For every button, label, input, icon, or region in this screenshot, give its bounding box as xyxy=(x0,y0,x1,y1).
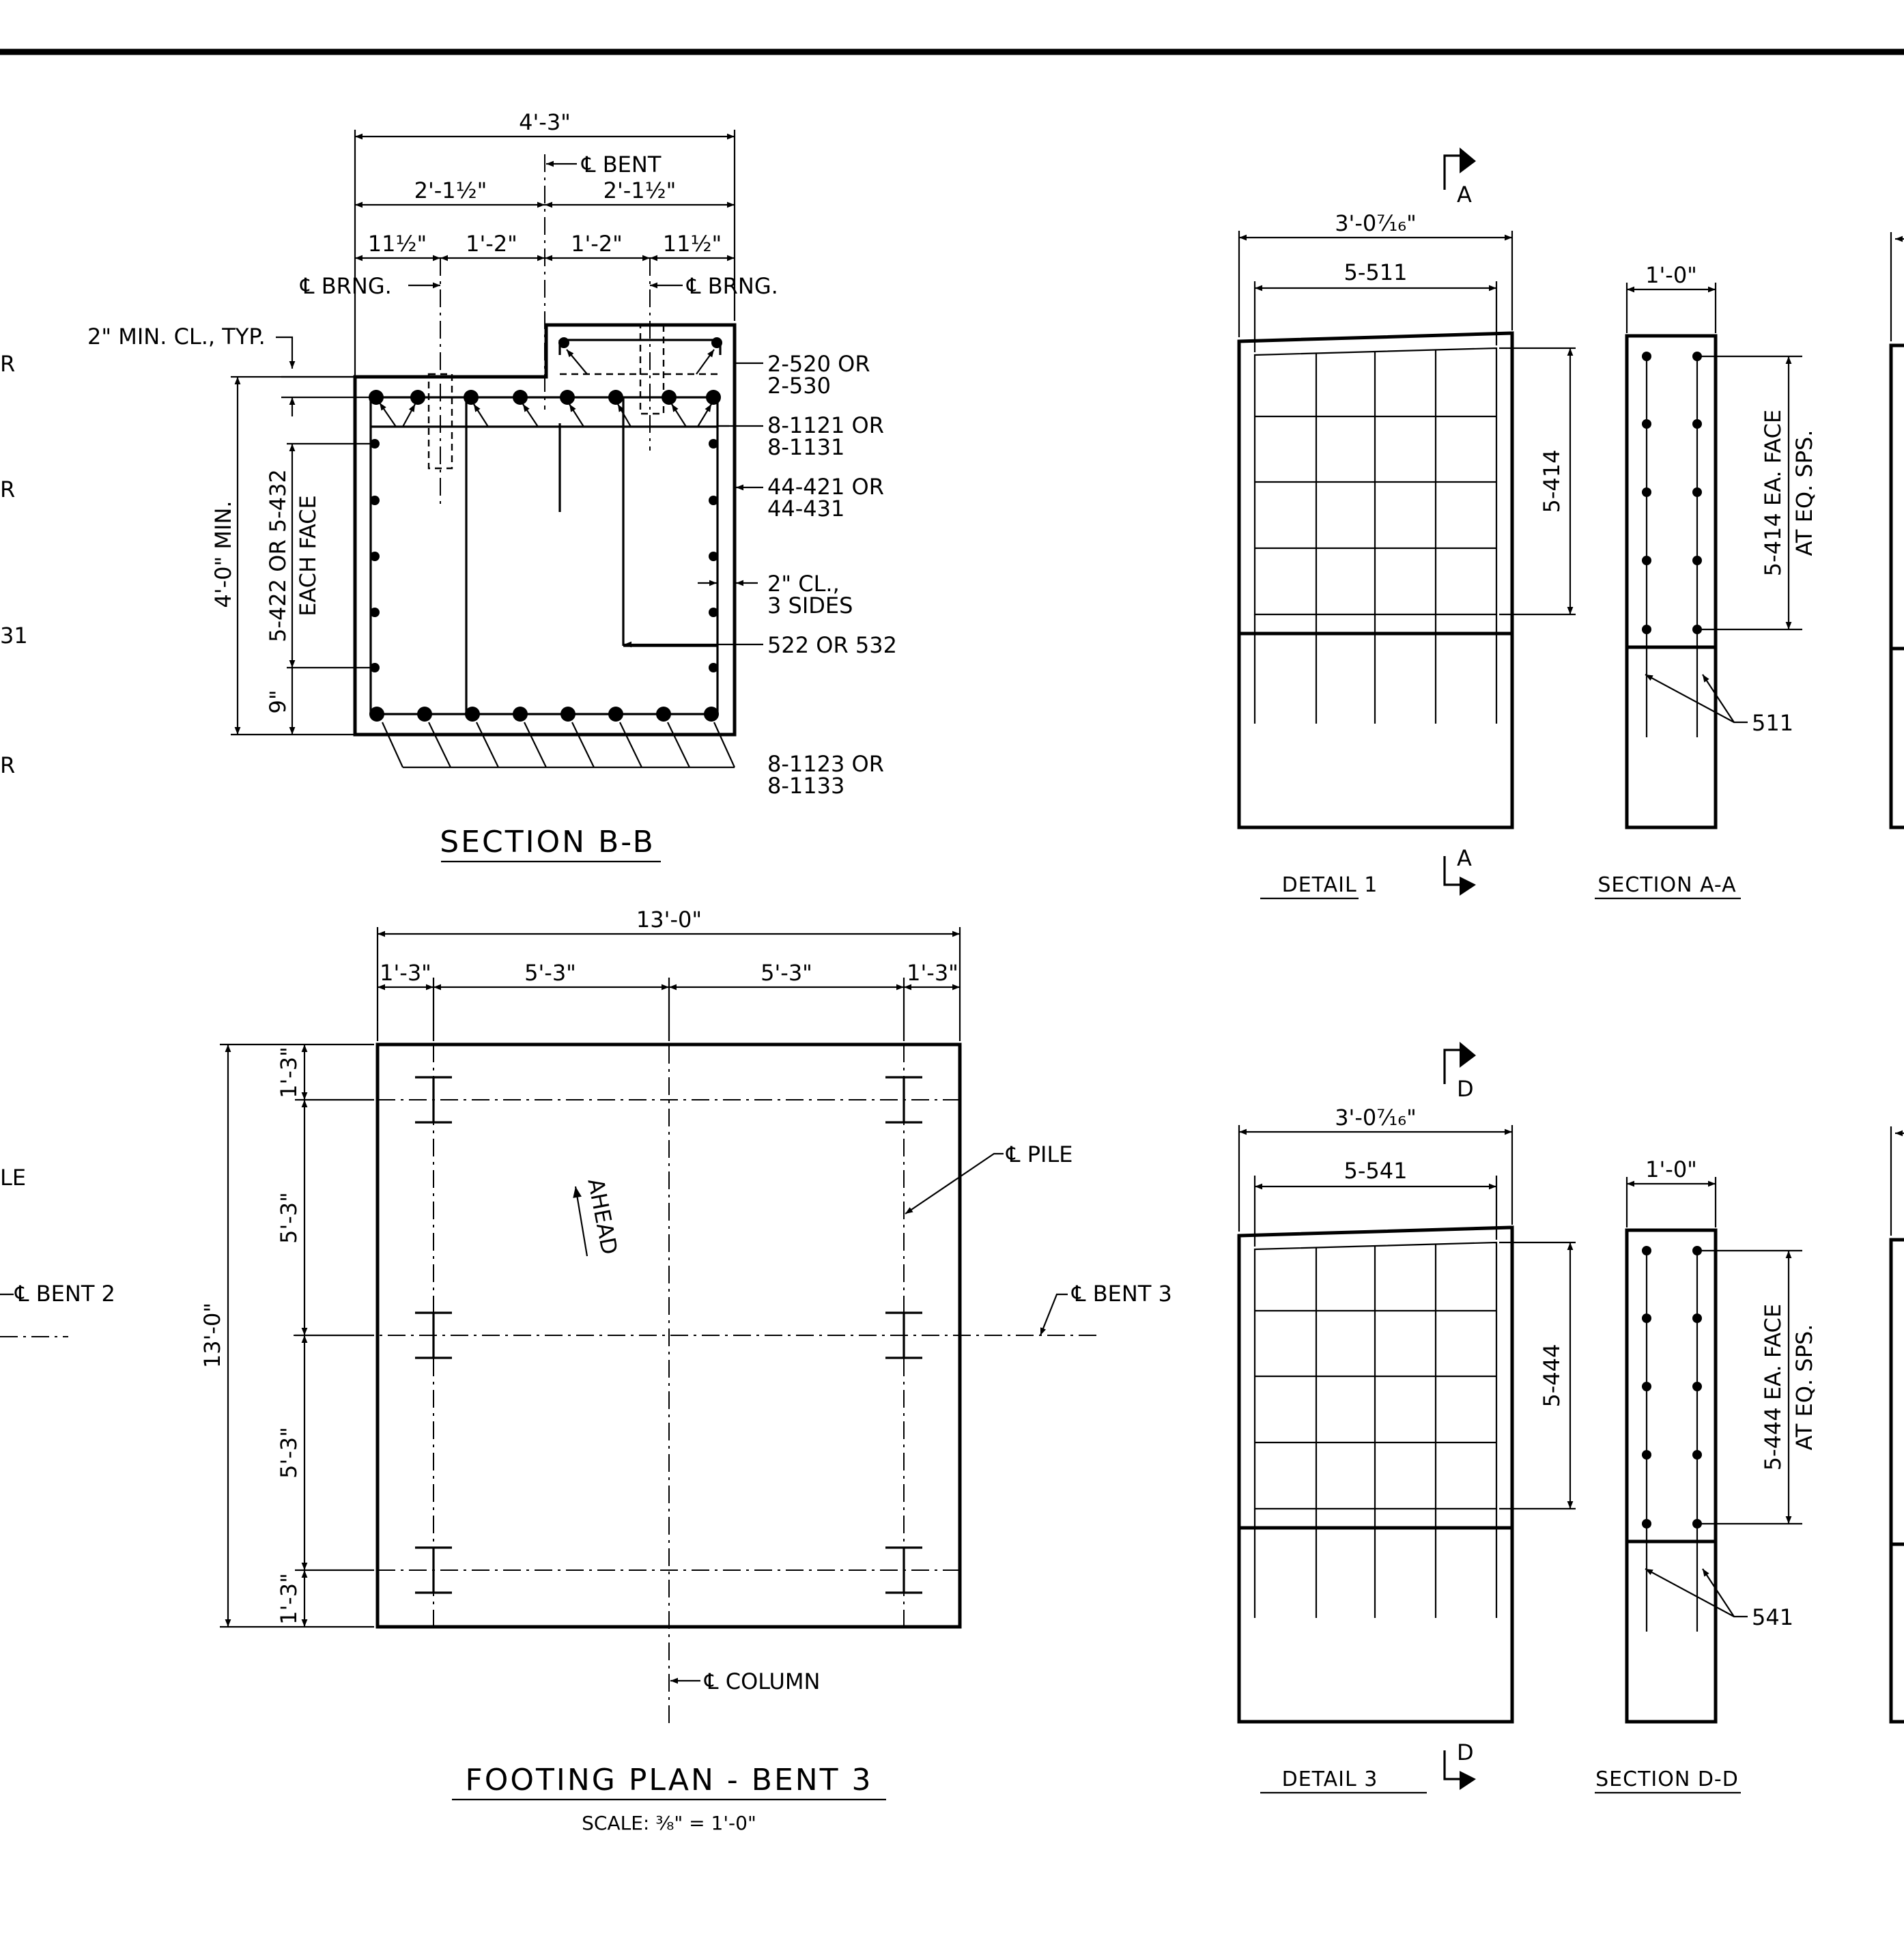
bent-3-label: ℄ BENT 3 xyxy=(1071,1281,1172,1307)
section-aa-title: SECTION A-A xyxy=(1597,873,1736,897)
section-bb-title: SECTION B-B xyxy=(440,825,655,859)
left-edge-fragments: R R 31 R LE ℄ BENT 2 xyxy=(0,351,115,1337)
section-bb-clear-2: 2" CL., xyxy=(767,571,840,597)
column-label: ℄ COLUMN xyxy=(704,1668,820,1694)
section-bb-dim-a: 11½" xyxy=(368,231,427,257)
detail-1: A 3'-0⁷⁄₁₆" 5-511 5-414 DETAIL 1 xyxy=(1237,147,1576,900)
detail-3: D 3'-0⁷⁄₁₆" 5-541 5-444 DETAIL 3 xyxy=(1237,1042,1576,1794)
section-aa-note-2: AT EQ. SPS. xyxy=(1791,430,1817,556)
left-bent2-label: ℄ BENT 2 xyxy=(14,1281,115,1307)
section-bb-bar-1131: 8-1131 xyxy=(767,434,844,460)
section-dd-dim-width: 1'-0" xyxy=(1645,1156,1697,1182)
section-bb-bar-1123: 8-1123 OR xyxy=(767,751,884,777)
left-fragment-r3: R xyxy=(0,752,15,778)
detail-3-bar-top: 5-541 xyxy=(1344,1158,1408,1184)
section-bb-bar-530: 2-530 xyxy=(767,373,831,399)
detail-3-dim-width: 3'-0⁷⁄₁₆" xyxy=(1335,1105,1417,1131)
footing-plan: AHEAD ℄ PILE ℄ BENT 3 ℄ COLUMN 13'-0" 1'… xyxy=(199,907,1172,1834)
detail-3-cut-label-top: D xyxy=(1457,1076,1474,1102)
detail-3-bar-side: 5-444 xyxy=(1539,1344,1565,1408)
section-bb-three-sides: 3 SIDES xyxy=(767,593,853,619)
section-aa-note-1: 5-414 EA. FACE xyxy=(1760,410,1786,576)
footing-dim-h1: 1'-3" xyxy=(276,1047,302,1098)
ahead-label: AHEAD xyxy=(582,1176,623,1257)
footing-dim-w4: 1'-3" xyxy=(907,960,958,986)
section-bb-side-bars: 5-422 OR 5-432 xyxy=(265,469,291,642)
section-aa: 1'-0" 5-414 EA. FACE AT EQ. SPS. 511 SEC… xyxy=(1595,262,1817,900)
section-dd-bar-label: 541 xyxy=(1752,1604,1793,1630)
section-bb-brng-right-label: ℄ BRNG. xyxy=(686,273,778,299)
section-bb-dim-d: 11½" xyxy=(663,231,722,257)
section-dd-title: SECTION D-D xyxy=(1595,1767,1739,1791)
left-fragment-r1: R xyxy=(0,351,15,377)
section-bb-bar-421: 44-421 OR xyxy=(767,474,884,500)
section-bb-bar-1121: 8-1121 OR xyxy=(767,412,884,438)
section-bb-dim-half-right: 2'-1½" xyxy=(603,177,677,203)
footing-dim-h3: 5'-3" xyxy=(276,1427,302,1479)
detail-1-title: DETAIL 1 xyxy=(1282,873,1378,897)
footing-plan-scale: SCALE: ⅜" = 1'-0" xyxy=(582,1812,756,1834)
section-bb: 4'-3" ℄ BENT 2'-1½" 2'-1½" 11½" 1'-2" 1'… xyxy=(87,109,897,863)
section-bb-bar-431: 44-431 xyxy=(767,496,844,522)
left-fragment-le: LE xyxy=(0,1165,26,1191)
section-dd-note-2: AT EQ. SPS. xyxy=(1791,1324,1817,1451)
section-bb-dim-half-left: 2'-1½" xyxy=(414,177,487,203)
section-bb-bar-522: 522 OR 532 xyxy=(767,632,897,658)
footing-dim-w3: 5'-3" xyxy=(761,960,812,986)
section-aa-bar-label: 511 xyxy=(1752,710,1793,736)
detail-3-cut-label-bottom: D xyxy=(1457,1739,1474,1765)
detail-3-title: DETAIL 3 xyxy=(1282,1767,1378,1791)
footing-dim-overall-height: 13'-0" xyxy=(199,1303,225,1368)
footing-dim-h2: 5'-3" xyxy=(276,1192,302,1244)
section-bb-dim-9: 9" xyxy=(265,690,291,713)
section-bb-min-clear-note: 2" MIN. CL., TYP. xyxy=(87,324,266,350)
detail-1-dim-width: 3'-0⁷⁄₁₆" xyxy=(1335,210,1417,236)
right-edge-partial-details xyxy=(1889,232,1904,1724)
left-fragment-31: 31 xyxy=(0,623,28,649)
footing-dim-w1: 1'-3" xyxy=(380,960,431,986)
footing-dim-h4: 1'-3" xyxy=(276,1573,302,1625)
section-aa-dim-width: 1'-0" xyxy=(1645,262,1697,288)
section-bb-bent-label: ℄ BENT xyxy=(581,152,662,177)
footing-plan-title: FOOTING PLAN - BENT 3 xyxy=(465,1763,872,1797)
pile-symbols xyxy=(415,1076,922,1594)
detail-1-cut-label-top: A xyxy=(1457,182,1472,208)
pile-centerline-label: ℄ PILE xyxy=(1006,1141,1073,1167)
footing-dim-w2: 5'-3" xyxy=(524,960,576,986)
section-bb-dim-b: 1'-2" xyxy=(466,231,517,257)
section-bb-bar-1133: 8-1133 xyxy=(767,773,844,799)
section-bb-each-face: EACH FACE xyxy=(295,495,321,616)
section-bb-bar-520: 2-520 OR xyxy=(767,351,870,377)
section-bb-height-dim: 4'-0" MIN. xyxy=(210,500,236,608)
section-bb-brng-left-label: ℄ BRNG. xyxy=(300,273,392,299)
footing-dim-overall-width: 13'-0" xyxy=(636,907,702,933)
left-fragment-r2: R xyxy=(0,477,15,502)
section-bb-dim-overall: 4'-3" xyxy=(519,109,571,135)
section-bb-dim-c: 1'-2" xyxy=(571,231,623,257)
section-dd-note-1: 5-444 EA. FACE xyxy=(1760,1304,1786,1470)
detail-1-bar-top: 5-511 xyxy=(1344,259,1408,285)
detail-1-bar-side: 5-414 xyxy=(1539,450,1565,513)
section-dd: 1'-0" 5-444 EA. FACE AT EQ. SPS. 541 SEC… xyxy=(1595,1156,1817,1794)
detail-1-cut-label-bottom: A xyxy=(1457,845,1472,871)
